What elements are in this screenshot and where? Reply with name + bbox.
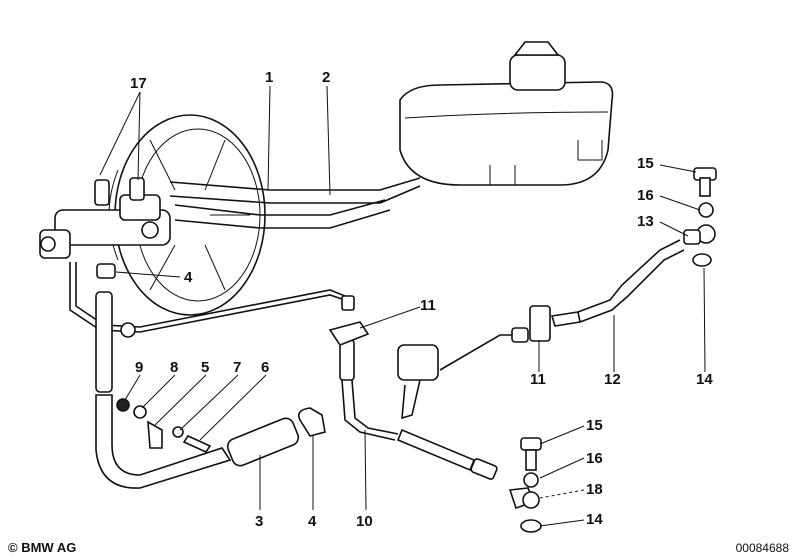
brake-line-left	[69, 262, 355, 338]
callout-8: 8	[170, 359, 178, 376]
callout-18: 18	[586, 481, 603, 498]
brake-hose-10	[339, 339, 498, 480]
callout-16-lower: 16	[586, 450, 603, 467]
copyright-symbol: ©	[8, 540, 18, 555]
clamp-lower	[297, 407, 326, 437]
small-fasteners-left	[116, 398, 212, 454]
clamp-upper	[96, 263, 116, 279]
callout-14-lower: 14	[586, 511, 603, 528]
fasteners-upper-right	[683, 167, 717, 267]
callout-labels: 1 2 17 4 9 8 5 7 6 3 4 10 11 11 12 15 16…	[130, 69, 713, 530]
vacuum-hose	[95, 291, 300, 489]
callout-15-lower: 15	[586, 417, 603, 434]
callout-2: 2	[322, 69, 330, 86]
callout-16-upper: 16	[637, 187, 654, 204]
callout-4-upper: 4	[184, 269, 193, 286]
copyright-logo: © BMW AG	[8, 540, 76, 555]
bracket-11-left	[328, 321, 370, 346]
callout-10: 10	[356, 513, 373, 530]
callout-3: 3	[255, 513, 263, 530]
leader-lines	[99, 85, 706, 527]
caliper-assembly	[397, 327, 529, 420]
callout-9: 9	[135, 359, 143, 376]
callout-15-upper: 15	[637, 155, 654, 172]
callout-11-left: 11	[420, 297, 436, 314]
callout-14-upper: 14	[696, 371, 713, 388]
drawing-number: 00084688	[735, 541, 789, 555]
master-cylinder	[39, 177, 171, 259]
bmw-ag-text: BMW AG	[21, 540, 77, 555]
fasteners-lower-right	[508, 437, 542, 533]
callout-4-lower: 4	[308, 513, 317, 530]
callout-1: 1	[265, 69, 273, 86]
reservoir-hoses	[169, 177, 421, 229]
callout-5: 5	[201, 359, 209, 376]
callout-6: 6	[261, 359, 269, 376]
callout-12: 12	[604, 371, 621, 388]
brake-line-12	[529, 239, 685, 342]
callout-7: 7	[233, 359, 241, 376]
callout-11-right: 11	[530, 371, 546, 388]
callout-13: 13	[637, 213, 654, 230]
callout-17: 17	[130, 75, 147, 92]
fluid-reservoir	[399, 41, 614, 186]
